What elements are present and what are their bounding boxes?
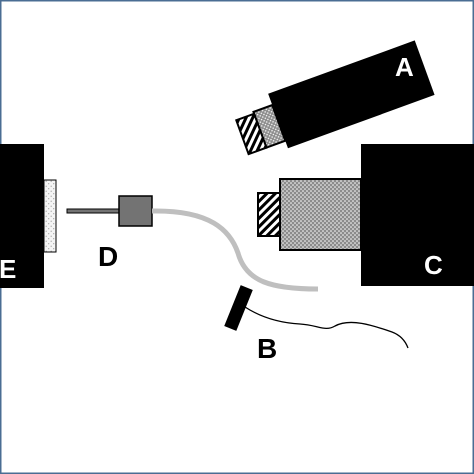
- component-b-probe: [224, 285, 253, 331]
- component-c: C: [257, 144, 474, 286]
- fiber: [151, 208, 319, 292]
- component-e: E: [0, 144, 57, 288]
- component-c-body: [361, 144, 474, 286]
- component-e-body: [0, 144, 44, 288]
- component-a: [235, 40, 435, 156]
- component-d-rod: [66, 208, 120, 214]
- component-d-stage: [118, 195, 153, 227]
- component-d: D: [66, 195, 153, 272]
- component-a-body: [268, 40, 435, 149]
- component-b: B: [224, 285, 409, 364]
- label-e: E: [0, 254, 16, 284]
- component-a-filter: [235, 112, 268, 156]
- label-d: D: [98, 241, 118, 272]
- label-b: B: [257, 333, 277, 364]
- component-c-lens: [279, 178, 362, 251]
- component-b-cable: [244, 306, 409, 349]
- label-a: A: [395, 52, 414, 82]
- label-c: C: [424, 250, 443, 280]
- component-e-diffuser: [43, 179, 57, 253]
- component-c-filter: [257, 192, 281, 237]
